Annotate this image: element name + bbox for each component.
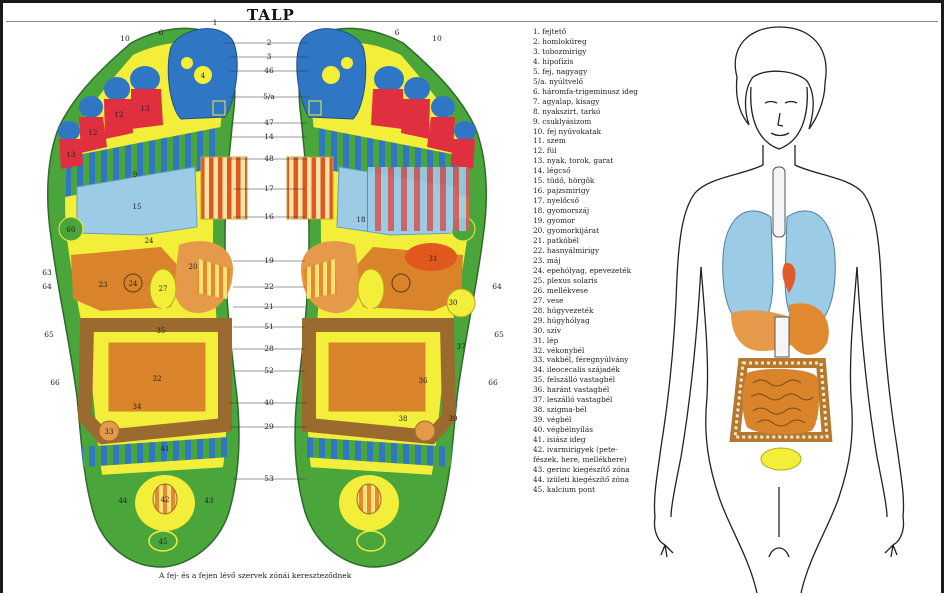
svg-text:24: 24 bbox=[129, 280, 138, 288]
callout-48: 48 bbox=[264, 154, 274, 163]
svg-text:24: 24 bbox=[145, 237, 154, 245]
callout-53: 53 bbox=[264, 474, 274, 483]
callout-63-left: 63 bbox=[42, 268, 52, 277]
callout-16: 16 bbox=[264, 212, 274, 221]
svg-text:38: 38 bbox=[399, 415, 408, 423]
svg-text:42: 42 bbox=[161, 496, 170, 504]
callout-65-left: 65 bbox=[44, 330, 54, 339]
callout-64-right: 64 bbox=[492, 282, 502, 291]
callout-19: 19 bbox=[264, 256, 274, 265]
svg-text:18: 18 bbox=[357, 216, 366, 224]
foot-reflexology-map: 1 2 3 46 5/a 47 14 48 17 16 19 22 21 51 … bbox=[11, 7, 523, 591]
callout-51: 51 bbox=[264, 322, 274, 331]
callout-10-right: 10 bbox=[432, 34, 442, 43]
callout-66-left: 66 bbox=[50, 378, 60, 387]
svg-text:39: 39 bbox=[449, 415, 458, 423]
callout-10-left: 10 bbox=[120, 34, 130, 43]
svg-text:33: 33 bbox=[105, 428, 114, 436]
callout-14: 14 bbox=[264, 132, 274, 141]
callout-21: 21 bbox=[264, 302, 274, 311]
svg-text:12: 12 bbox=[89, 129, 98, 137]
svg-text:34: 34 bbox=[133, 403, 142, 411]
svg-text:31: 31 bbox=[429, 255, 438, 263]
callout-52: 52 bbox=[264, 366, 274, 375]
callout-2: 2 bbox=[267, 38, 272, 47]
callout-1: 1 bbox=[213, 18, 218, 27]
svg-text:32: 32 bbox=[153, 375, 162, 383]
callout-6-left: 6 bbox=[159, 28, 164, 37]
figure-caption: A fej- és a fejen lévő szervek zónái ker… bbox=[159, 571, 351, 580]
callout-17: 17 bbox=[264, 184, 274, 193]
svg-text:30: 30 bbox=[449, 299, 458, 307]
svg-text:43: 43 bbox=[205, 497, 214, 505]
svg-text:41: 41 bbox=[161, 445, 170, 453]
svg-text:15: 15 bbox=[133, 203, 142, 211]
page-title: TALP bbox=[247, 6, 295, 24]
svg-text:27: 27 bbox=[159, 285, 168, 293]
svg-text:13: 13 bbox=[141, 105, 150, 113]
svg-text:60: 60 bbox=[67, 226, 76, 234]
callout-65-right: 65 bbox=[494, 330, 504, 339]
callout-47: 47 bbox=[264, 118, 274, 127]
svg-text:44: 44 bbox=[119, 497, 128, 505]
svg-text:35: 35 bbox=[157, 327, 166, 335]
svg-text:12: 12 bbox=[115, 111, 124, 119]
svg-text:36: 36 bbox=[419, 377, 428, 385]
callout-29: 29 bbox=[264, 422, 274, 431]
svg-text:20: 20 bbox=[189, 263, 198, 271]
human-torso-organs-illustration bbox=[639, 17, 939, 593]
callout-22: 22 bbox=[264, 282, 274, 291]
callout-5a: 5/a bbox=[263, 92, 275, 101]
svg-text:4: 4 bbox=[201, 72, 206, 80]
svg-text:23: 23 bbox=[99, 281, 108, 289]
callout-6-right: 6 bbox=[395, 28, 400, 37]
svg-text:37: 37 bbox=[457, 343, 466, 351]
svg-text:9: 9 bbox=[133, 171, 137, 179]
callout-46: 46 bbox=[264, 66, 274, 75]
callout-66-right: 66 bbox=[488, 378, 498, 387]
callout-64-left: 64 bbox=[42, 282, 52, 291]
svg-text:13: 13 bbox=[67, 151, 76, 159]
callout-3: 3 bbox=[267, 52, 272, 61]
callout-40: 40 bbox=[264, 398, 274, 407]
svg-text:45: 45 bbox=[159, 538, 168, 546]
callout-28: 28 bbox=[264, 344, 274, 353]
